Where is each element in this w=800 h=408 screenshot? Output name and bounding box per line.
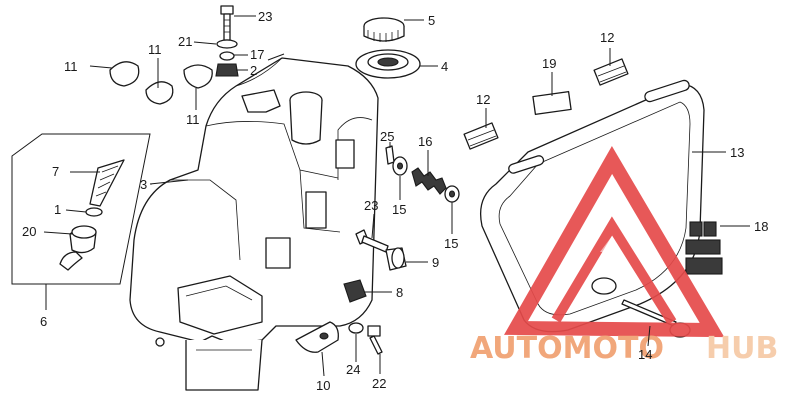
callout-4: 4 xyxy=(441,59,448,74)
callout-11-right: 11 xyxy=(186,112,200,127)
callout-3: 3 xyxy=(140,177,147,192)
washer-21 xyxy=(216,39,238,49)
oil-filler-cap xyxy=(363,17,405,42)
callout-7: 7 xyxy=(52,164,59,179)
bracket-10 xyxy=(295,321,339,353)
filter-elbow xyxy=(59,251,83,271)
watermark-text-secondary: HUB xyxy=(706,331,778,366)
grommet-b xyxy=(145,81,174,105)
callout-16: 16 xyxy=(418,134,432,149)
callout-2: 2 xyxy=(250,63,257,78)
callout-12-right: 12 xyxy=(600,30,614,45)
callout-24: 24 xyxy=(346,362,360,377)
pad-12b xyxy=(593,58,629,86)
bolt-22 xyxy=(367,325,383,355)
cap-gasket xyxy=(355,49,421,79)
callout-15-left: 15 xyxy=(392,202,406,217)
pin-25 xyxy=(385,145,395,165)
bolt-middle xyxy=(355,229,389,253)
callout-22: 22 xyxy=(372,376,386,391)
watermark-logo-icon xyxy=(504,146,725,338)
callout-10: 10 xyxy=(316,378,330,393)
washer-24 xyxy=(348,322,364,334)
callout-13: 13 xyxy=(730,145,744,160)
callout-5: 5 xyxy=(428,13,435,28)
side-cover-emblem xyxy=(685,221,723,275)
leader-lines xyxy=(43,15,750,377)
callout-23-middle: 23 xyxy=(364,198,378,213)
callout-21: 21 xyxy=(178,34,192,49)
filter-washer xyxy=(85,207,103,217)
callout-11-middle: 11 xyxy=(148,42,162,57)
callout-14: 14 xyxy=(638,347,652,362)
callout-9: 9 xyxy=(432,255,439,270)
callout-15-right: 15 xyxy=(444,236,458,251)
callout-20: 20 xyxy=(22,224,36,239)
callout-19: 19 xyxy=(542,56,556,71)
oil-tank xyxy=(129,57,379,391)
callout-labels: 23 21 17 2 5 4 11 11 11 3 7 1 20 6 19 12… xyxy=(22,9,768,393)
callout-17: 17 xyxy=(250,47,264,62)
rubber-8 xyxy=(343,279,367,303)
callout-18: 18 xyxy=(754,219,768,234)
spring-16 xyxy=(411,167,447,195)
bolt-top xyxy=(220,5,234,41)
filter-housing xyxy=(69,225,97,254)
grommet-c xyxy=(183,64,213,89)
callout-11-left: 11 xyxy=(64,59,78,74)
pad-19 xyxy=(532,90,572,116)
oil-filter xyxy=(89,159,125,207)
pad-12a xyxy=(463,122,499,150)
collar-9 xyxy=(385,247,407,271)
collar-17 xyxy=(219,51,235,61)
callout-8: 8 xyxy=(396,285,403,300)
grommet-a xyxy=(109,61,140,87)
callout-23-top: 23 xyxy=(258,9,272,24)
callout-6: 6 xyxy=(40,314,47,329)
callout-1: 1 xyxy=(54,202,61,217)
callout-12-left: 12 xyxy=(476,92,490,107)
nut-2 xyxy=(215,63,239,77)
callout-25: 25 xyxy=(380,129,394,144)
watermark: AUTOMOTO HUB xyxy=(470,146,778,366)
watermark-text-primary: AUTOMOTO xyxy=(470,331,664,366)
filter-group-box xyxy=(11,133,151,285)
